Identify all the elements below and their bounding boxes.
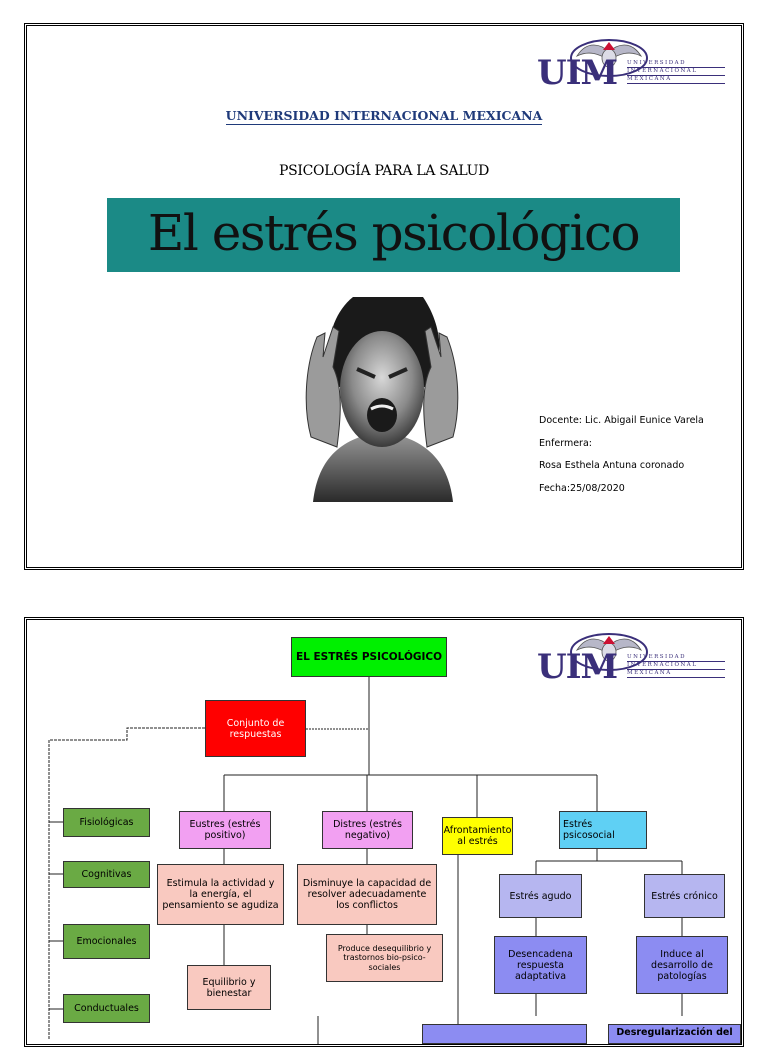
eagle-emblem-icon bbox=[570, 633, 648, 671]
produce-node: Produce desequilibrio y trastornos bio-p… bbox=[326, 934, 443, 982]
afrontamiento-node: Afrontamiento al estrés bbox=[442, 817, 513, 855]
disminuye-node: Disminuye la capacidad de resolver adecu… bbox=[297, 864, 437, 925]
logo-line: MEXICANA bbox=[627, 76, 725, 84]
estres-agudo-node: Estrés agudo bbox=[499, 874, 582, 918]
logo-line: UNIVERSIDAD bbox=[627, 654, 725, 662]
bottom-connector-node bbox=[422, 1024, 587, 1044]
logo-letters: UIM bbox=[537, 647, 618, 687]
document-title: El estrés psicológico bbox=[147, 204, 641, 262]
eagle-emblem-icon bbox=[570, 39, 648, 77]
estres-psicosocial-node: Estrés psicosocial bbox=[559, 811, 647, 849]
logo-text-lines: UNIVERSIDAD INTERNACIONAL MEXICANA bbox=[627, 60, 725, 84]
university-name: UNIVERSIDAD INTERNACIONAL MEXICANA bbox=[225, 108, 543, 125]
logo-line: INTERNACIONAL bbox=[627, 68, 725, 76]
cover-page: UIM UNIVERSIDAD INTERNACIONAL MEXICANA U… bbox=[24, 23, 744, 570]
map-root-node: EL ESTRÉS PSICOLÓGICO bbox=[291, 637, 447, 677]
concept-map-page: UIM UNIVERSIDAD INTERNACIONAL MEXICANA bbox=[24, 617, 744, 1047]
logo-line: MEXICANA bbox=[627, 670, 725, 678]
desencadena-node: Desencadena respuesta adaptativa bbox=[494, 936, 587, 994]
author-info: Docente: Lic. Abigail Eunice Varela Enfe… bbox=[539, 410, 739, 500]
response-cognitivas: Cognitivas bbox=[63, 861, 150, 888]
induce-node: Induce al desarrollo de patologías bbox=[636, 936, 728, 994]
author-line: Rosa Esthela Antuna coronado bbox=[539, 460, 685, 471]
logo-line: UNIVERSIDAD bbox=[627, 60, 725, 68]
role-line: Enfermera: bbox=[539, 437, 592, 449]
title-band: El estrés psicológico bbox=[107, 198, 680, 272]
logo-line: INTERNACIONAL bbox=[627, 662, 725, 670]
equilibrio-node: Equilibrio y bienestar bbox=[187, 965, 271, 1010]
estres-cronico-node: Estrés crónico bbox=[644, 874, 725, 918]
date-line: Fecha:25/08/2020 bbox=[539, 482, 625, 494]
logo-letters: UIM bbox=[537, 53, 618, 93]
distres-node: Distres (estrés negativo) bbox=[322, 811, 413, 849]
response-fisiologicas: Fisiológicas bbox=[63, 808, 150, 837]
conjunto-respuestas-node: Conjunto de respuestas bbox=[205, 700, 306, 757]
teacher-line: Docente: Lic. Abigail Eunice Varela bbox=[539, 415, 704, 426]
logo-text-lines: UNIVERSIDAD INTERNACIONAL MEXICANA bbox=[627, 654, 725, 678]
estimula-node: Estimula la actividad y la energía, el p… bbox=[157, 864, 284, 925]
eustres-node: Eustres (estrés positivo) bbox=[179, 811, 271, 849]
response-conductuales: Conductuales bbox=[63, 994, 150, 1023]
response-emocionales: Emocionales bbox=[63, 924, 150, 959]
university-logo: UIM UNIVERSIDAD INTERNACIONAL MEXICANA bbox=[537, 34, 725, 90]
university-logo: UIM UNIVERSIDAD INTERNACIONAL MEXICANA bbox=[537, 628, 725, 684]
course-name: PSICOLOGÍA PARA LA SALUD bbox=[278, 163, 490, 179]
desregulacion-node: Desregularización del bbox=[608, 1024, 741, 1044]
stressed-woman-photo bbox=[293, 297, 471, 502]
